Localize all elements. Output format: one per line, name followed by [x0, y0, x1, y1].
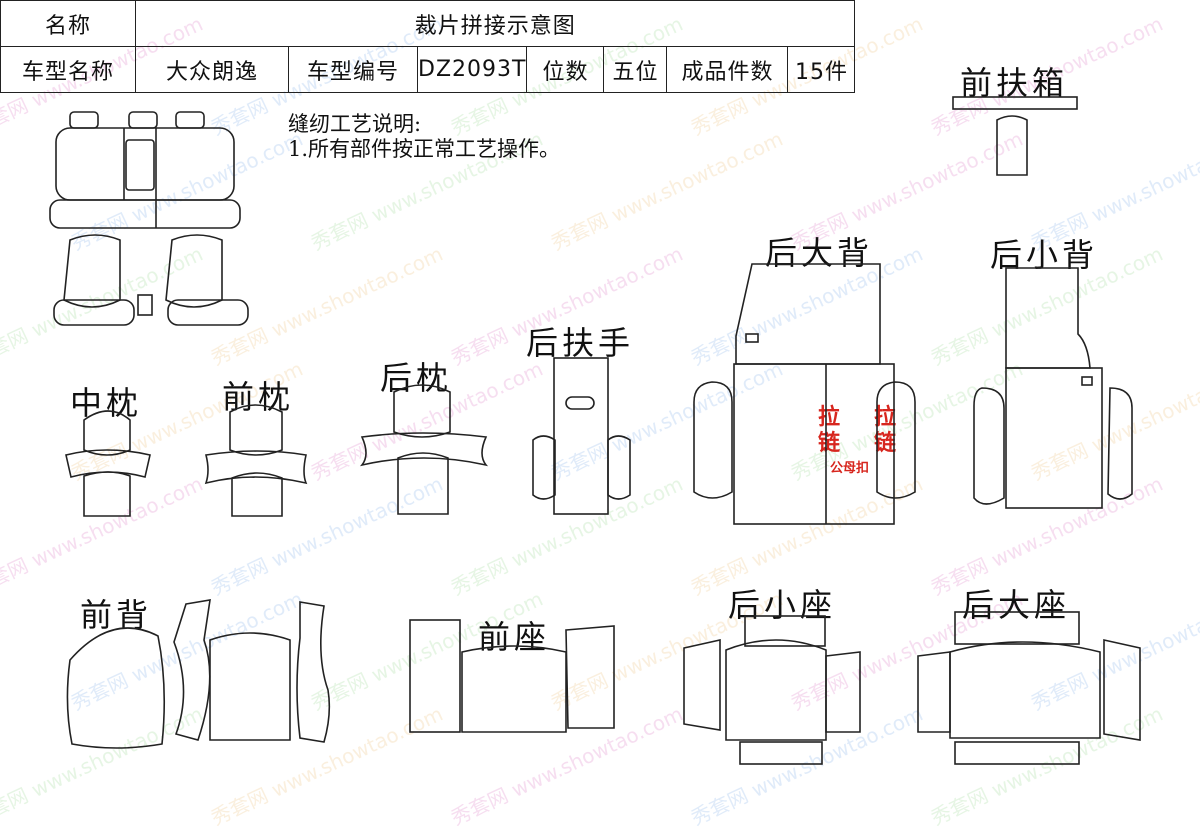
label-front-back: 前背 — [80, 596, 153, 634]
snap-note: 公母扣 — [830, 461, 870, 476]
pattern-drawings — [49, 96, 1141, 765]
front-pillow-pattern — [204, 404, 308, 517]
pieces-value: 15件 — [787, 46, 856, 93]
rear-pillow-pattern — [359, 384, 489, 515]
front-back-pattern — [66, 599, 331, 749]
name-label: 名称 — [0, 0, 136, 47]
model-name-value: 大众朗逸 — [135, 46, 289, 93]
middle-pillow-pattern — [65, 410, 151, 517]
front-box-pattern — [952, 96, 1078, 176]
zipper-note-right: 拉 链 — [874, 405, 897, 456]
seats-label: 位数 — [526, 46, 605, 93]
notes-heading: 缝纫工艺说明: — [288, 112, 422, 136]
seats-value: 五位 — [603, 46, 668, 93]
pieces-label: 成品件数 — [666, 46, 789, 93]
sewing-notes: 缝纫工艺说明: 1.所有部件按正常工艺操作。 — [288, 112, 560, 162]
label-rear-armrest: 后扶手 — [526, 324, 635, 362]
model-code-value: DZ2093T — [416, 46, 528, 93]
rear-small-back-pattern — [973, 267, 1133, 509]
rear-big-seat-pattern — [917, 611, 1141, 765]
model-name-label: 车型名称 — [0, 46, 136, 93]
header-table: 名称 裁片拼接示意图 车型名称 大众朗逸 车型编号 DZ2093T 位数 五位 … — [0, 0, 856, 93]
model-code-label: 车型编号 — [288, 46, 418, 93]
label-middle-pillow: 中枕 — [70, 384, 143, 422]
zipper-note-left: 拉 链 — [818, 405, 841, 456]
notes-line-1: 1.所有部件按正常工艺操作。 — [288, 137, 561, 161]
sheet-title: 裁片拼接示意图 — [134, 0, 856, 47]
seat-overview — [49, 111, 249, 326]
rear-armrest-pattern — [532, 357, 631, 515]
rear-big-back-pattern — [693, 263, 916, 525]
front-seat-pattern — [409, 619, 615, 733]
label-rear-big-back: 后大背 — [765, 234, 874, 272]
label-rear-big-seat: 后大座 — [962, 586, 1071, 624]
label-front-seat: 前座 — [478, 618, 551, 656]
rear-small-seat-pattern — [683, 615, 861, 765]
label-front-box: 前扶箱 — [960, 64, 1069, 102]
label-rear-pillow: 后枕 — [380, 359, 453, 397]
